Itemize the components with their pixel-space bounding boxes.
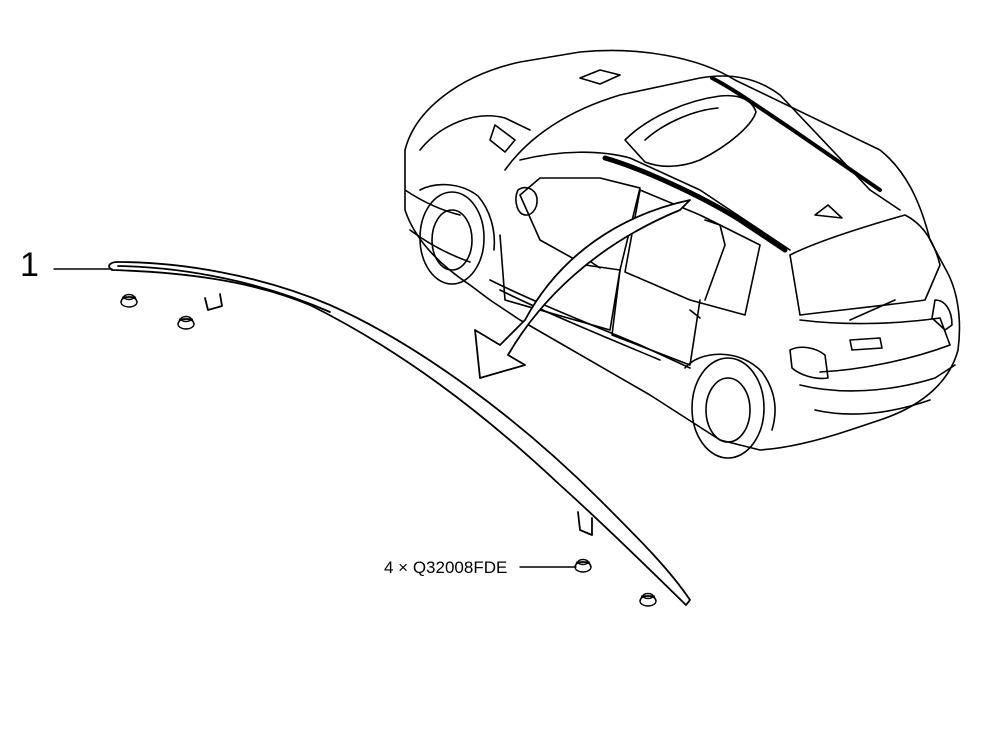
tail-light-right [931,299,953,331]
fasteners [120,293,657,607]
clip-3 [574,558,592,573]
sunroof [624,94,757,168]
clip-4 [639,592,657,607]
fastener-part-label: 4 × Q32008FDE [384,558,508,577]
roof-rail-part [108,261,691,606]
car-roof-rail-left [602,155,788,253]
vehicle-illustration [404,49,961,459]
direction-arrow [474,199,691,379]
clip-1 [120,293,138,308]
clip-2 [177,315,195,330]
tail-light-left [789,346,829,380]
side-mirror [515,186,538,216]
front-wheel [419,191,485,285]
rear-wheel [691,357,765,459]
callout-number: 1 [20,246,39,284]
car-roof-rail-right [710,76,882,192]
